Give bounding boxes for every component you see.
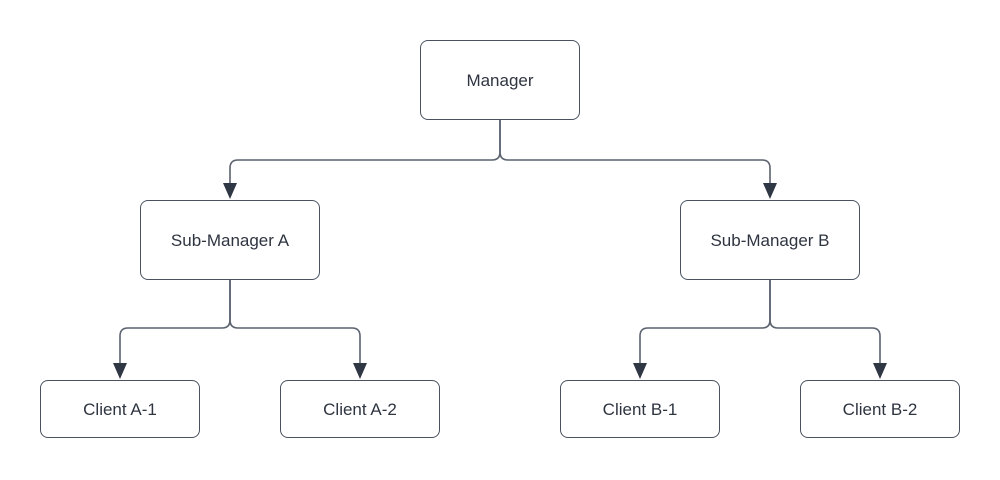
arrowhead-icon: [353, 363, 367, 379]
arrowhead-icon: [633, 363, 647, 379]
node-sub-manager-b[interactable]: Sub-Manager B: [680, 200, 860, 280]
node-manager-label: Manager: [466, 70, 534, 90]
node-sub-manager-a[interactable]: Sub-Manager A: [140, 200, 320, 280]
edge-sub-manager-b-to-client-b1[interactable]: [633, 280, 771, 379]
edge-manager-to-sub-manager-a[interactable]: [223, 120, 501, 199]
node-client-a2[interactable]: Client A-2: [280, 380, 440, 438]
node-client-b1[interactable]: Client B-1: [560, 380, 720, 438]
node-sub-manager-a-label: Sub-Manager A: [170, 230, 290, 250]
node-client-a1-label: Client A-1: [83, 399, 157, 419]
node-client-a1[interactable]: Client A-1: [40, 380, 200, 438]
node-sub-manager-b-label: Sub-Manager B: [710, 230, 830, 250]
node-client-b2-label: Client B-2: [842, 399, 918, 419]
node-manager[interactable]: Manager: [420, 40, 580, 120]
arrowhead-icon: [873, 363, 887, 379]
node-client-b1-label: Client B-1: [602, 399, 678, 419]
edge-sub-manager-a-to-client-a2[interactable]: [229, 280, 367, 379]
edge-sub-manager-b-to-client-b2[interactable]: [769, 280, 887, 379]
arrowhead-icon: [763, 183, 777, 199]
arrowhead-icon: [223, 183, 237, 199]
node-client-b2[interactable]: Client B-2: [800, 380, 960, 438]
arrowhead-icon: [113, 363, 127, 379]
edge-sub-manager-a-to-client-a1[interactable]: [113, 280, 231, 379]
edge-manager-to-sub-manager-b[interactable]: [499, 120, 777, 199]
node-client-a2-label: Client A-2: [323, 399, 397, 419]
